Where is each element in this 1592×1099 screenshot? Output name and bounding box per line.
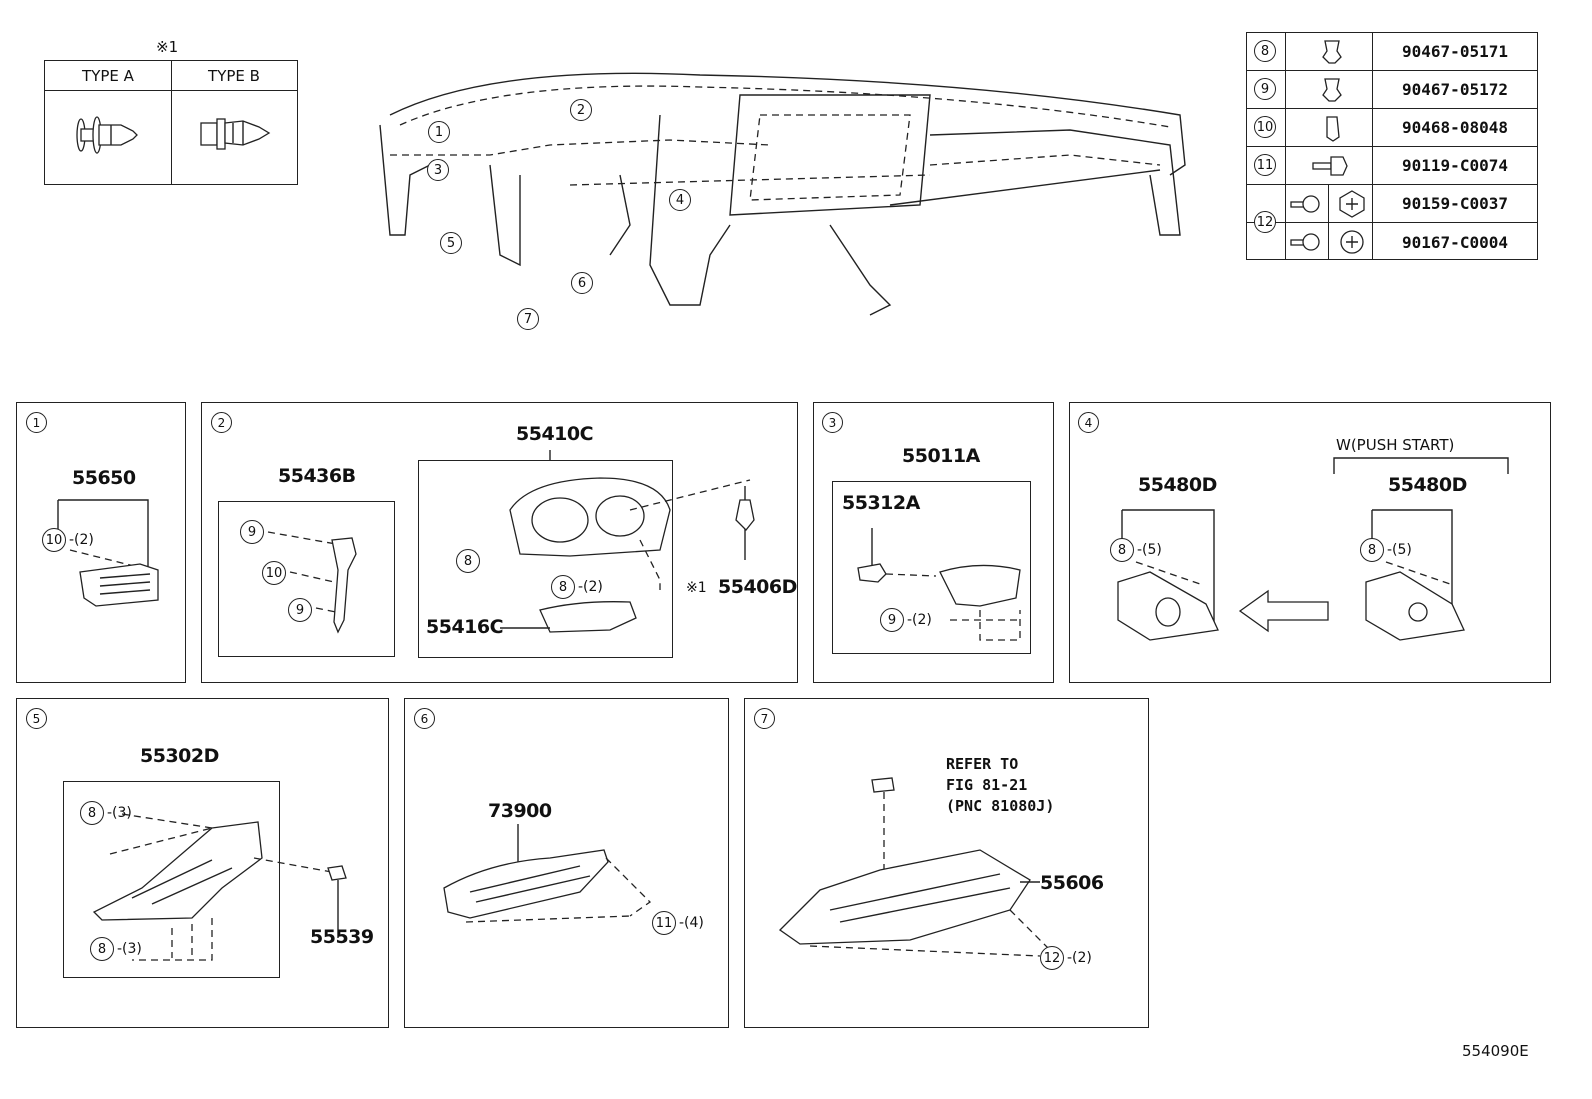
dashboard-overview-drawing — [379, 72, 1186, 316]
overview-callout-3: 3 — [427, 159, 449, 181]
part-55436b-box — [218, 501, 395, 657]
part-number-label: 55436B — [278, 465, 356, 487]
type-b-clip-drawing — [200, 118, 271, 150]
callout-8-qty-5: 8-(5) — [1110, 538, 1162, 562]
part-55302d-box — [63, 781, 280, 978]
push-start-condition: W(PUSH START) — [1336, 436, 1455, 454]
part-number-label: 55539 — [310, 926, 374, 948]
screw-icon — [1290, 195, 1320, 213]
arrow-left-icon — [1238, 589, 1329, 633]
part-number: 90159-C0037 — [1402, 194, 1508, 213]
clip-icon — [1322, 40, 1342, 64]
part-number-label: 55410C — [516, 423, 594, 445]
overview-callout-1: 1 — [428, 121, 450, 143]
table-row: 8 90467-05171 — [1247, 33, 1537, 71]
callout-8-qty-3: 8-(3) — [90, 937, 142, 961]
ref-circle: 8 — [1254, 40, 1276, 62]
table-row: 9 90467-05172 — [1247, 71, 1537, 109]
section-2-cluster-drawing — [509, 450, 755, 633]
part-number-label: 55011A — [902, 445, 980, 467]
callout-11-qty-4: 11-(4) — [652, 911, 704, 935]
overview-callout-4: 4 — [669, 189, 691, 211]
overview-callout-5: 5 — [440, 232, 462, 254]
part-number-label: 55406D — [718, 576, 797, 598]
note-mark-1: ※1 — [156, 38, 179, 56]
callout-9: 9 — [240, 520, 264, 544]
part-number: 90467-05172 — [1402, 80, 1508, 99]
section-4-number: 4 — [1078, 412, 1099, 433]
callout-8-qty-3: 8-(3) — [80, 801, 132, 825]
section-2-left-drawing — [267, 531, 357, 634]
section-2-number: 2 — [211, 412, 232, 433]
callout-9-qty-2: 9-(2) — [880, 608, 932, 632]
section-5-number: 5 — [26, 708, 47, 729]
ref-circle: 12 — [1254, 211, 1276, 233]
clip-type-table: TYPE A TYPE B — [44, 60, 298, 185]
section-3-panel — [813, 402, 1054, 683]
leader-55416c — [500, 627, 550, 629]
callout-9: 9 — [288, 598, 312, 622]
fastener-parts-table: 8 90467-05171 9 90467-05172 10 90468-080… — [1246, 32, 1538, 260]
callout-12-qty-2: 12-(2) — [1040, 946, 1092, 970]
ref-circle: 9 — [1254, 78, 1276, 100]
section-6-drawing — [443, 824, 652, 923]
part-number: 90467-05171 — [1402, 42, 1508, 61]
callout-10-qty-2: 10-(2) — [42, 528, 94, 552]
callout-10: 10 — [262, 561, 286, 585]
phillips-head-icon — [1340, 230, 1364, 254]
part-number-label: 55302D — [140, 745, 219, 767]
section-4-right-drawing — [1365, 509, 1465, 641]
section-3-drawing — [857, 528, 1021, 641]
part-55011a-box — [832, 481, 1031, 654]
clip-icon — [1322, 78, 1342, 102]
ref-circle: 10 — [1254, 116, 1276, 138]
table-row: 11 90119-C0074 — [1247, 147, 1537, 185]
callout-8-qty-5: 8-(5) — [1360, 538, 1412, 562]
type-b-header: TYPE B — [171, 61, 297, 91]
table-row: 10 90468-08048 — [1247, 109, 1537, 147]
phillips-head-icon — [1339, 190, 1365, 218]
part-number-label: 55650 — [72, 467, 136, 489]
type-a-header: TYPE A — [45, 61, 171, 91]
overview-callout-2: 2 — [570, 99, 592, 121]
ref-circle: 11 — [1254, 154, 1276, 176]
section-1-leader — [57, 499, 159, 607]
screw-icon — [1290, 233, 1320, 251]
callout-8-qty-2: 8-(2) — [551, 575, 603, 599]
overview-callout-7: 7 — [517, 308, 539, 330]
bolt-icon — [1312, 156, 1348, 176]
part-number-label: 73900 — [488, 800, 552, 822]
overview-callout-6: 6 — [571, 272, 593, 294]
section-2-panel — [201, 402, 798, 683]
section-5-drawing — [92, 813, 347, 961]
section-7-drawing — [778, 777, 1051, 957]
section-3-number: 3 — [822, 412, 843, 433]
clip-icon — [1326, 116, 1340, 142]
part-number-label: 55416C — [426, 616, 504, 638]
part-number-label: 55606 — [1040, 872, 1104, 894]
table-row: 12 90159-C0037 — [1247, 185, 1537, 233]
note-mark-1: ※1 — [686, 580, 707, 596]
section-7-number: 7 — [754, 708, 775, 729]
section-4-left-drawing — [1117, 509, 1219, 641]
part-number: 90468-08048 — [1402, 118, 1508, 137]
part-number-label: 55480D — [1138, 474, 1217, 496]
part-number-label: 55312A — [842, 492, 920, 514]
part-number: 90167-C0004 — [1402, 232, 1508, 252]
figure-id: 554090E — [1462, 1042, 1529, 1060]
type-a-clip-drawing — [76, 116, 138, 154]
reference-note: REFER TO FIG 81-21 (PNC 81080J) — [946, 755, 1055, 815]
part-55410c-box — [418, 460, 673, 658]
part-number: 90119-C0074 — [1402, 156, 1508, 175]
section-6-number: 6 — [414, 708, 435, 729]
condition-bracket — [1333, 457, 1509, 474]
section-1-number: 1 — [26, 412, 47, 433]
table-row: 90167-C0004 — [1247, 223, 1537, 261]
callout-8: 8 — [456, 549, 480, 573]
part-number-label: 55480D — [1388, 474, 1467, 496]
